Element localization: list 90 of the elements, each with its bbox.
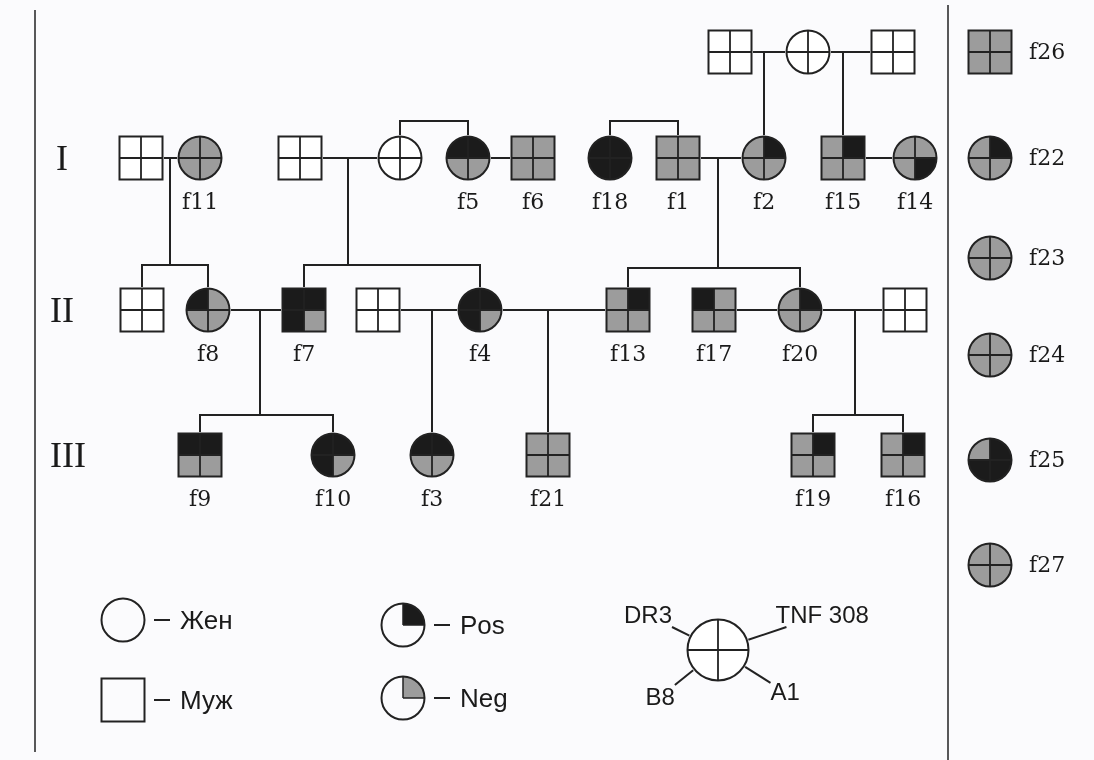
individual-id: f25 [1029, 449, 1066, 471]
female-symbol [777, 287, 823, 333]
individual-id: f26 [1029, 41, 1066, 63]
marker-label: A1 [770, 680, 800, 704]
female-symbol [785, 29, 831, 75]
male-symbol [525, 432, 571, 478]
individual-id: f3 [421, 488, 444, 510]
female-symbol [177, 135, 223, 181]
male-symbol [707, 29, 753, 75]
female-symbol [741, 135, 787, 181]
sibling-bracket [399, 120, 469, 136]
individual-id: f6 [522, 191, 545, 213]
individual-id: f10 [315, 488, 352, 510]
male-symbol [281, 287, 327, 333]
individual-id: f23 [1029, 247, 1066, 269]
male-symbol [177, 432, 223, 478]
female-symbol [310, 432, 356, 478]
individual-id: f14 [897, 191, 934, 213]
generation-label: II [50, 292, 74, 328]
descent-line [431, 309, 458, 433]
male-symbol [870, 29, 916, 75]
male-symbol [967, 29, 1013, 75]
female-symbol [445, 135, 491, 181]
male-symbol [119, 287, 165, 333]
individual-id: f13 [610, 343, 647, 365]
legend-label: Pos [460, 612, 505, 638]
male-symbol [820, 135, 866, 181]
individual-id: f4 [469, 343, 492, 365]
female-symbol [377, 135, 423, 181]
female-symbol [457, 287, 503, 333]
sibling-bracket [609, 120, 679, 136]
female-symbol [967, 332, 1013, 378]
individual-id: f22 [1029, 147, 1066, 169]
male-symbol [355, 287, 401, 333]
individual-id: f27 [1029, 554, 1066, 576]
individual-id: f1 [667, 191, 690, 213]
legend-label: Neg [460, 685, 508, 711]
male-symbol [277, 135, 323, 181]
female-symbol [967, 135, 1013, 181]
individual-id: f16 [885, 488, 922, 510]
male-symbol [510, 135, 556, 181]
marker-label: DR3 [624, 603, 672, 627]
leader-line [744, 665, 772, 684]
individual-id: f7 [293, 343, 316, 365]
female-symbol [892, 135, 938, 181]
individual-id: f2 [753, 191, 776, 213]
individual-id: f17 [696, 343, 733, 365]
descent-line [854, 309, 904, 433]
marker-label: TNF 308 [775, 603, 869, 627]
descent-line [763, 51, 786, 136]
individual-id: f24 [1029, 344, 1066, 366]
legend-label: Муж [180, 687, 233, 713]
male-symbol [118, 135, 164, 181]
male-symbol [882, 287, 928, 333]
female-symbol [409, 432, 455, 478]
descent-line [347, 157, 481, 288]
generation-label: I [56, 140, 68, 176]
individual-id: f5 [457, 191, 480, 213]
key-circle [686, 618, 750, 682]
female-symbol [967, 437, 1013, 483]
individual-id: f19 [795, 488, 832, 510]
leader-line [671, 626, 691, 637]
female-symbol [185, 287, 231, 333]
descent-line [259, 309, 334, 433]
male-symbol [655, 135, 701, 181]
individual-id: f18 [592, 191, 629, 213]
individual-id: f21 [530, 488, 567, 510]
marker-label: B8 [645, 685, 675, 709]
individual-id: f20 [782, 343, 819, 365]
leader-line [747, 626, 788, 641]
partner-line [490, 157, 511, 159]
individual-id: f15 [825, 191, 862, 213]
individual-id: f8 [197, 343, 220, 365]
partner-line [736, 309, 778, 311]
female-symbol [587, 135, 633, 181]
legend-label: Жен [180, 607, 233, 633]
male-symbol [790, 432, 836, 478]
descent-line [717, 157, 801, 288]
descent-line [547, 309, 606, 433]
female-symbol [967, 235, 1013, 281]
individual-id: f9 [189, 488, 212, 510]
leader-line [673, 669, 695, 687]
partner-line [865, 157, 893, 159]
descent-line [842, 51, 871, 136]
male-symbol [605, 287, 651, 333]
generation-label: III [50, 437, 86, 473]
female-symbol [967, 542, 1013, 588]
male-symbol [880, 432, 926, 478]
individual-id: f11 [182, 191, 219, 213]
male-symbol [691, 287, 737, 333]
